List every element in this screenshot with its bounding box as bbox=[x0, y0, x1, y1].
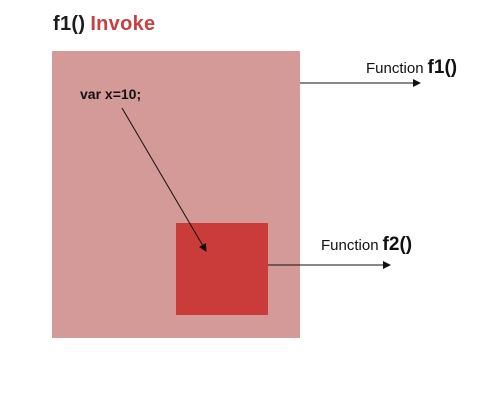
label-f2-prefix: Function bbox=[321, 237, 379, 254]
diagram-title: f1()Invoke bbox=[53, 13, 155, 36]
arrow-variable-to-f2 bbox=[121, 107, 207, 252]
label-f1-name: f1() bbox=[427, 57, 458, 78]
label-f2-name: f2() bbox=[382, 234, 413, 255]
title-action: Invoke bbox=[90, 13, 156, 35]
title-function-name: f1() bbox=[53, 13, 86, 35]
function-f2-scope-box bbox=[176, 223, 268, 315]
label-f1-prefix: Function bbox=[366, 60, 424, 77]
variable-declaration: var x=10; bbox=[80, 86, 142, 102]
